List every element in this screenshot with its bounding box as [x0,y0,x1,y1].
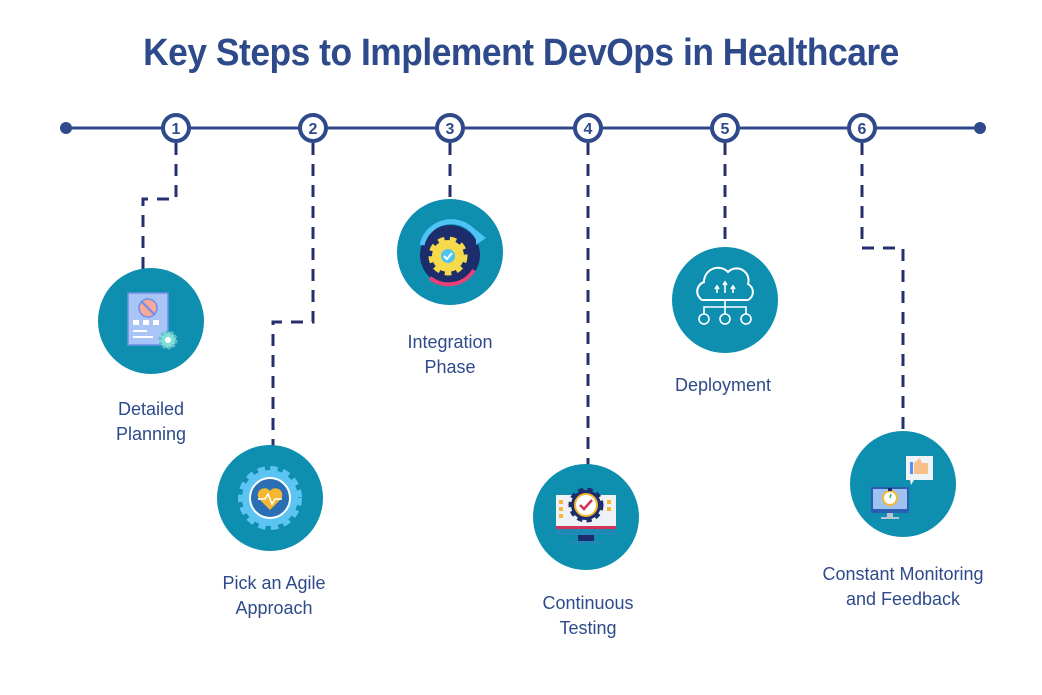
gear-heart-cycle-icon [217,445,323,551]
monitor-stopwatch-thumbs-up-icon [850,431,956,537]
page-title: Key Steps to Implement DevOps in Healthc… [143,32,899,74]
svg-text:1: 1 [172,121,181,138]
step-label-3: Integration Phase [407,332,493,377]
connector-step-6 [860,143,905,432]
timeline-start-dot [60,122,72,134]
svg-text:4: 4 [584,121,593,138]
step-marker-5: 5 [710,113,740,143]
step-marker-6: 6 [847,113,877,143]
step-marker-4: 4 [573,113,603,143]
step-marker-1: 1 [161,113,191,143]
step-label-4: Continuous Testing [542,593,634,638]
svg-text:6: 6 [858,121,867,138]
step-label-2: Pick an Agile Approach [222,573,326,618]
svg-text:5: 5 [721,121,730,138]
timeline-end-dot [974,122,986,134]
step-marker-2: 2 [298,113,328,143]
step-marker-3: 3 [435,113,465,143]
connector-step-1 [141,143,178,270]
step-label-1: Detailed Planning [115,399,187,444]
step-label-5: Deployment [674,375,772,395]
step-label-6: Constant Monitoring and Feedback [822,564,984,609]
connector-step-2 [271,143,315,446]
svg-text:3: 3 [446,121,455,138]
cloud-network-upload-icon [672,247,778,353]
monitor-gear-check-icon [533,464,639,570]
svg-text:2: 2 [309,121,318,138]
planning-document-gear-icon [98,268,204,374]
gear-check-arrow-icon [397,199,503,305]
